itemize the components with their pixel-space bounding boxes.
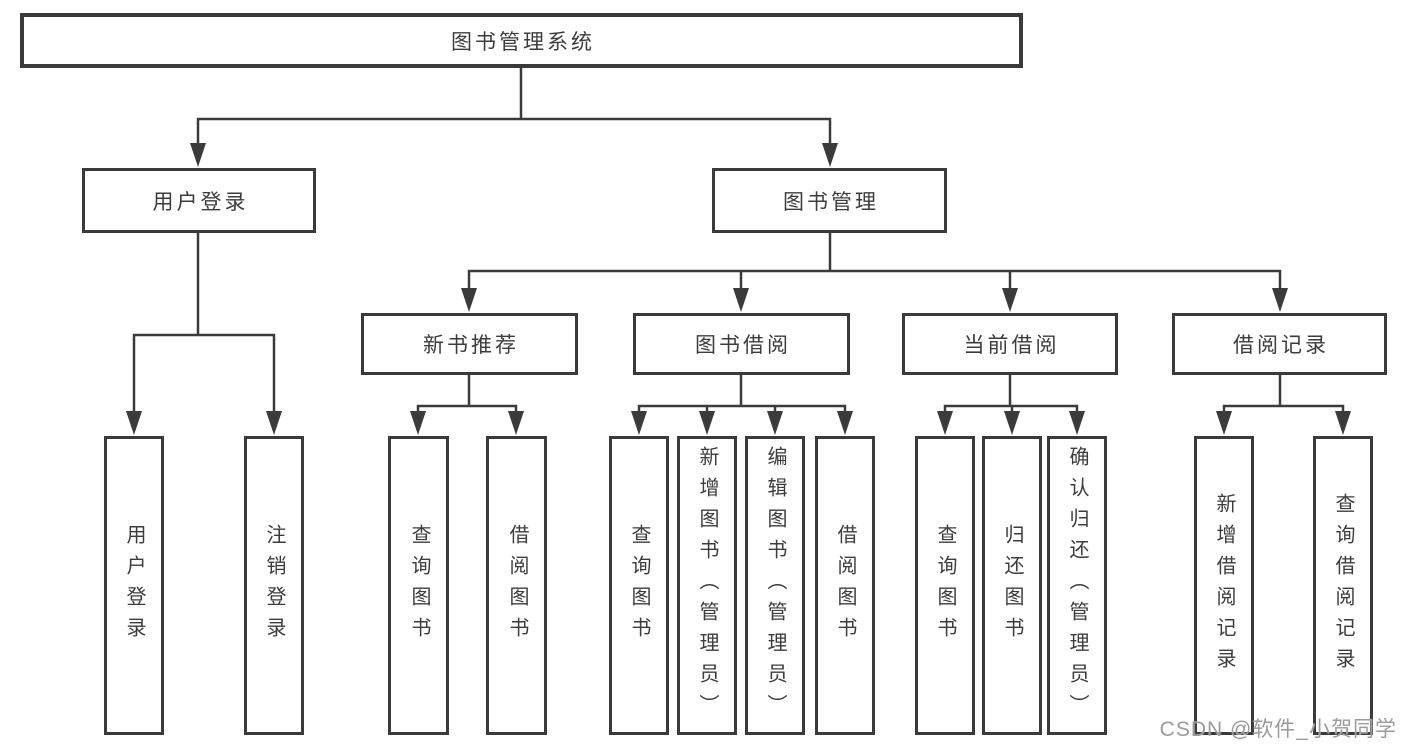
leaf-add-book-admin: 新增图书（管理员） [677, 436, 737, 735]
leaf-borrow-query-book: 查询图书 [609, 436, 669, 735]
leaf-query-borrow-record: 查询借阅记录 [1313, 436, 1373, 735]
node-library-management-system: 图书管理系统 [20, 13, 1023, 68]
leaf-user-login: 用户登录 [104, 436, 164, 735]
leaf-current-query-book: 查询图书 [915, 436, 975, 735]
csdn-watermark: CSDN @软件_小贺同学 [1159, 718, 1397, 741]
leaf-recommend-borrow-book: 借阅图书 [486, 436, 547, 735]
leaf-add-borrow-record: 新增借阅记录 [1194, 436, 1254, 735]
leaf-edit-book-admin: 编辑图书（管理员） [745, 436, 805, 735]
node-book-borrow: 图书借阅 [633, 313, 850, 375]
leaf-logout: 注销登录 [244, 436, 304, 735]
node-current-borrow: 当前借阅 [902, 313, 1118, 375]
leaf-recommend-query-book: 查询图书 [388, 436, 449, 735]
node-user-login: 用户登录 [82, 168, 316, 233]
leaf-borrow-book: 借阅图书 [815, 436, 875, 735]
node-borrow-records: 借阅记录 [1172, 313, 1387, 375]
leaf-return-book: 归还图书 [982, 436, 1042, 735]
leaf-confirm-return-admin: 确认归还（管理员） [1047, 436, 1107, 735]
node-book-management: 图书管理 [712, 168, 947, 233]
node-new-book-recommend: 新书推荐 [361, 313, 578, 375]
